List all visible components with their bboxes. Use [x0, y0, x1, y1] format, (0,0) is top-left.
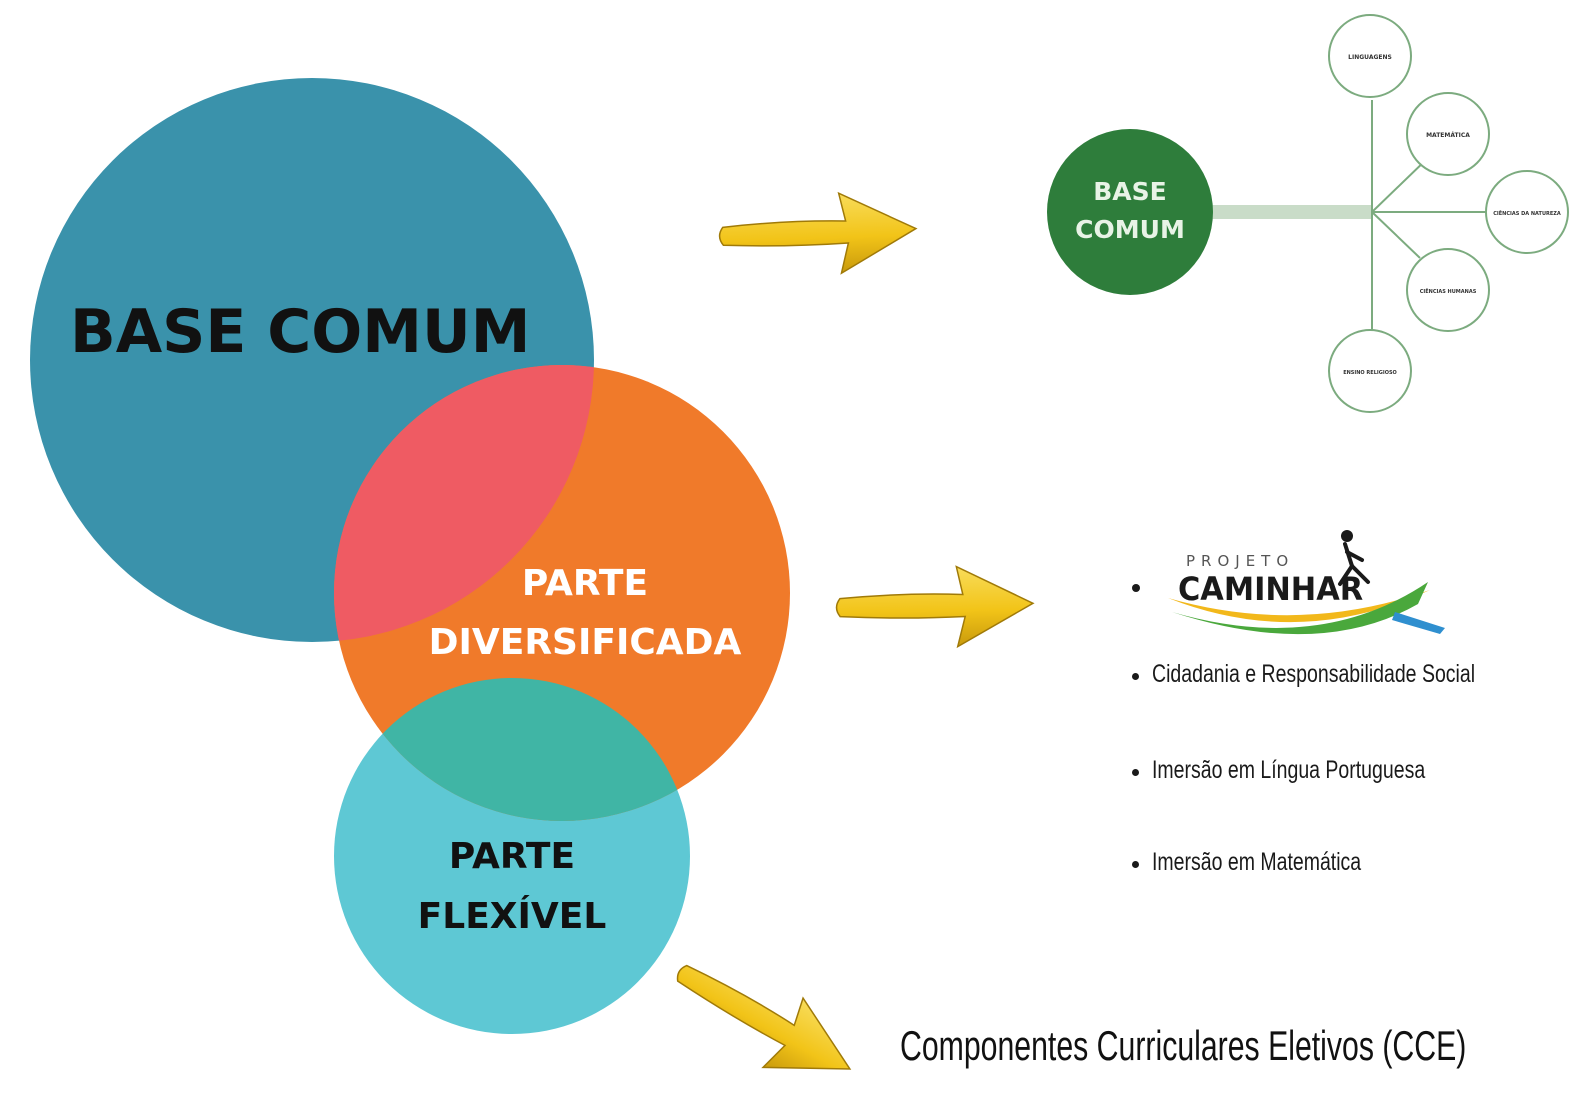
label-parte-flexivel-2: FLEXÍVEL — [418, 895, 607, 937]
logo-swoosh-yellow — [1168, 590, 1430, 623]
svg-text:MATEMÁTICA: MATEMÁTICA — [1426, 132, 1470, 139]
label-parte-diversificada-1: PARTE — [522, 563, 648, 604]
logo-swoosh-green — [1172, 582, 1428, 635]
mindmap-branch-ciencias-natureza: CIÊNCIAS DA NATUREZA — [1485, 170, 1569, 254]
walking-figure-icon — [1338, 530, 1370, 586]
bullet-icon — [1132, 861, 1139, 868]
arrow-to-parte-diversificada — [835, 565, 1035, 649]
overlap-diversificada-flexivel — [334, 678, 690, 821]
projeto-caminhar-logo: PROJETO CAMINHAR — [1132, 530, 1445, 635]
list-item-cidadania: Cidadania e Responsabilidade Social — [1152, 660, 1476, 688]
label-parte-flexivel-1: PARTE — [449, 836, 575, 877]
label-parte-diversificada-2: DIVERSIFICADA — [429, 622, 742, 663]
mindmap-branch-linguagens: LINGUAGENS — [1328, 14, 1412, 98]
mindmap-branch-line-3 — [1371, 211, 1421, 259]
logo-caminhar-text: CAMINHAR — [1178, 571, 1363, 608]
mindmap-base-comum: BASE COMUM LINGUAGENS MATEMÁTICA CIÊNCIA… — [1047, 14, 1569, 413]
mindmap-center-label-2: COMUM — [1075, 215, 1185, 244]
arrow-to-base-comum — [718, 191, 918, 275]
label-base-comum: BASE COMUM — [70, 297, 530, 367]
svg-text:CIÊNCIAS HUMANAS: CIÊNCIAS HUMANAS — [1420, 287, 1477, 295]
svg-text:ENSINO RELIGIOSO: ENSINO RELIGIOSO — [1343, 370, 1397, 376]
logo-projeto-text: PROJETO — [1186, 552, 1294, 570]
bullet-icon — [1132, 769, 1139, 776]
mindmap-branch-matematica: MATEMÁTICA — [1406, 92, 1490, 176]
svg-text:LINGUAGENS: LINGUAGENS — [1348, 54, 1392, 61]
bullet-icon — [1132, 584, 1140, 592]
componentes-curriculares-eletivos: Componentes Curriculares Eletivos (CCE) — [900, 1022, 1467, 1069]
mindmap-center-label-1: BASE — [1093, 177, 1167, 206]
mindmap-center-node — [1047, 129, 1213, 295]
list-item-imersao-matematica: Imersão em Matemática — [1152, 848, 1362, 876]
arrow-to-parte-flexivel — [676, 964, 852, 1070]
mindmap-branch-ensino-religioso: ENSINO RELIGIOSO — [1328, 329, 1412, 413]
logo-pencil — [1392, 612, 1445, 634]
svg-text:CIÊNCIAS DA NATUREZA: CIÊNCIAS DA NATUREZA — [1493, 209, 1561, 217]
venn-diagram: BASE COMUM PARTE DIVERSIFICADA PARTE FLE… — [30, 78, 790, 1034]
mindmap-connector — [1210, 205, 1372, 219]
bullet-icon — [1132, 673, 1139, 680]
mindmap-branch-ciencias-humanas: CIÊNCIAS HUMANAS — [1406, 248, 1490, 332]
list-item-imersao-portugues: Imersão em Língua Portuguesa — [1152, 756, 1426, 784]
